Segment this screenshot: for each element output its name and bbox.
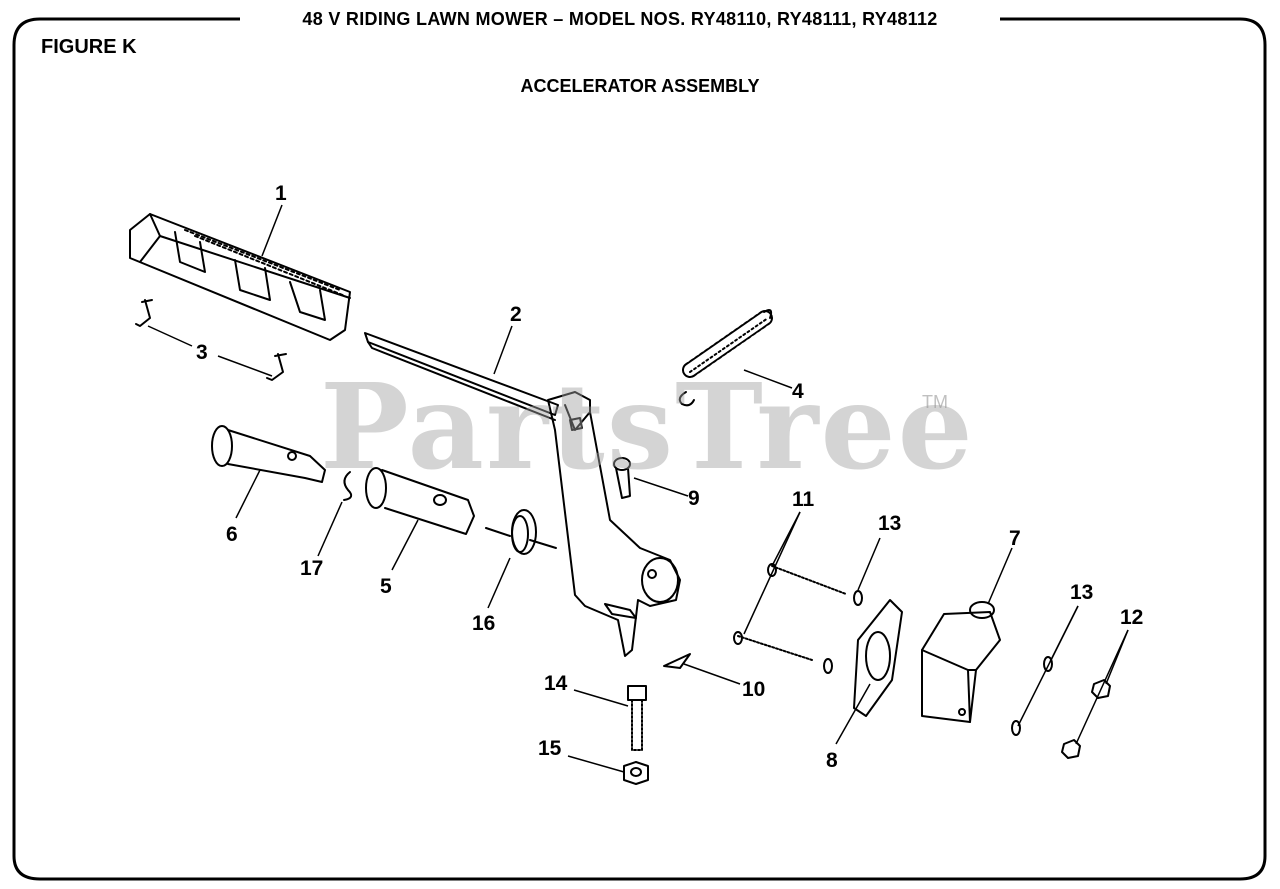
callout-14: 14	[544, 672, 568, 695]
callout-leaders	[147, 204, 1129, 773]
figure-label: FIGURE K	[41, 36, 137, 58]
assembly-subtitle: ACCELERATOR ASSEMBLY	[520, 76, 760, 96]
retaining-clip-part	[343, 471, 353, 501]
screw-part	[135, 299, 287, 381]
torsion-spring-part	[485, 509, 557, 555]
washer-part	[823, 658, 833, 674]
extension-spring-part	[678, 309, 773, 407]
callout-16: 16	[472, 612, 496, 635]
callout-5: 5	[380, 575, 392, 598]
pedal-rod-part	[364, 332, 559, 421]
callout-13-lower: 13	[1070, 581, 1094, 604]
clevis-pin-part	[613, 457, 631, 499]
callout-13-upper: 13	[878, 512, 902, 535]
callout-4: 4	[792, 380, 804, 403]
washer-part	[1011, 720, 1021, 736]
callout-8: 8	[826, 749, 838, 772]
callout-7: 7	[1009, 527, 1021, 550]
diagram-title: 48 V RIDING LAWN MOWER – MODEL NOS. RY48…	[240, 6, 1000, 32]
gasket-part	[853, 599, 903, 717]
pedal-arm-part	[547, 391, 681, 657]
long-screw-part	[733, 563, 847, 661]
callout-17: 17	[300, 557, 324, 580]
washer-part	[1043, 656, 1053, 672]
callout-3: 3	[196, 341, 208, 364]
trademark-symbol: TM	[922, 392, 948, 412]
cotter-pin-part	[663, 653, 691, 669]
callout-15: 15	[538, 737, 562, 760]
callout-12: 12	[1120, 606, 1144, 629]
hex-nut-part	[623, 761, 649, 785]
pedal-pad-part	[129, 213, 351, 341]
small-nut-part	[1061, 679, 1111, 759]
switch-box-part	[921, 601, 1001, 723]
pivot-shaft-part	[211, 425, 326, 483]
diagram-border	[12, 17, 1267, 881]
washer-part	[853, 590, 863, 606]
callout-1: 1	[275, 182, 287, 205]
callout-10: 10	[742, 678, 766, 701]
callout-6: 6	[226, 523, 238, 546]
callout-9: 9	[688, 487, 700, 510]
hex-bolt-part	[627, 685, 647, 751]
watermark-logo: PartsTree	[320, 357, 975, 496]
bushing-part	[365, 467, 475, 535]
callout-11: 11	[792, 488, 815, 511]
callout-2: 2	[510, 303, 522, 326]
